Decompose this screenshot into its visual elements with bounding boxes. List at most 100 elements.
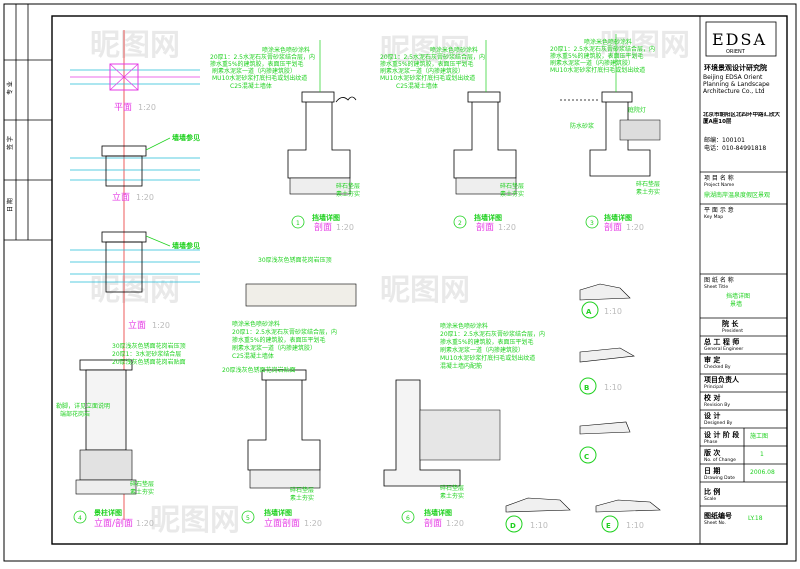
detail3-note-waterproof: 防水砂浆 <box>570 122 594 130</box>
phase-label: 设 计 阶 段 <box>704 430 739 439</box>
detail5-number: 5 <box>246 515 250 522</box>
review-en: Revision By <box>704 402 730 408</box>
checked-label: 审 定 <box>704 355 720 364</box>
detail5-note-soil: 素土夯实 <box>290 494 314 502</box>
detail4-note-stone2: 20厚1：3水泥砂浆结合层 <box>112 350 181 358</box>
detail4-number: 4 <box>78 515 82 522</box>
watermarks: 昵图网 昵图网 昵图网 昵图网 昵图网 昵图网 <box>90 28 690 538</box>
president-en: President <box>722 328 743 334</box>
detail2-scale: 1:20 <box>498 223 516 232</box>
detail4-scale: 1:20 <box>136 519 154 528</box>
plan-title: 平面 <box>114 102 132 113</box>
sheet-title-1: 挡墙详图 <box>726 292 750 300</box>
detail1-note-paint: 喷涂米色喷砂涂料 <box>262 46 310 54</box>
plan-scale: 1:20 <box>138 103 156 112</box>
scale-en: Scale <box>704 496 716 502</box>
sheet-no-value: LY.18 <box>748 515 763 522</box>
gm-label: 总 工 程 师 <box>704 337 739 346</box>
section-c: C <box>579 421 631 464</box>
detail3-note-paint: 喷涂米色喷砂涂料 <box>584 38 632 46</box>
detail2-note-cap2: 20厚1：2.5水泥石灰膏砂浆结合层，内 <box>380 53 485 61</box>
detail-2: 喷涂米色喷砂涂料 20厚1：2.5水泥石灰膏砂浆结合层，内 掺水重5%的建筑胶，… <box>380 40 524 233</box>
detail4-note-stone: 30厚浅灰色锈面花岗岩压顶 <box>112 342 186 350</box>
detail1-note-cap3: 掺水重5%的建筑胶，表面压平划毛 <box>210 60 304 68</box>
version-label: 版 次 <box>704 448 720 457</box>
detail3-sub: 剖面 <box>604 221 622 233</box>
scale-label: 比 例 <box>704 487 720 496</box>
elev2-note: 墙墙参见 <box>172 241 200 250</box>
detail4-sub: 立面/剖面 <box>94 517 133 529</box>
detail-1: 喷涂米色喷砂涂料 20厚1：2.5水泥石灰膏砂浆结合层，内 掺水重5%的建筑胶，… <box>210 40 360 233</box>
detail2-sub: 剖面 <box>476 221 494 233</box>
detail6-note-soil: 素土夯实 <box>440 492 464 500</box>
section-d-label: D <box>510 522 516 530</box>
detail2-note-soil: 素土夯实 <box>500 190 524 198</box>
sheet-no-en: Sheet No. <box>704 520 726 526</box>
detail6-scale: 1:20 <box>446 519 464 528</box>
strip-label-3: 日 期 <box>6 198 14 212</box>
president-label: 院 长 <box>722 319 739 328</box>
section-e-scale: 1:10 <box>626 521 644 530</box>
sheet-title-en: Sheet Title <box>704 284 728 290</box>
section-b-label: B <box>584 384 589 392</box>
detail1-note-gravel: 碎石垫层 <box>336 182 360 190</box>
detail6-note-brick2: MU10水泥砂浆打底扫毛或划出纹道 <box>440 354 535 362</box>
sheet-no-label: 图纸编号 <box>704 511 732 520</box>
sheet-title-2: 景墙 <box>730 300 742 308</box>
detail6-note-gravel: 碎石垫层 <box>440 484 464 492</box>
detail3-note-brick2: MU10水泥砂浆打底扫毛或划出纹道 <box>550 66 645 74</box>
key-plan-en: Key Map <box>704 214 723 220</box>
section-d-scale: 1:10 <box>530 521 548 530</box>
detail6-title: 挡墙详图 <box>424 508 452 517</box>
version-value: 1 <box>760 451 764 458</box>
firm-cn: 环境景观设计研究院 <box>704 63 767 72</box>
design-en: Designed By <box>704 420 733 426</box>
detail1-number: 1 <box>296 220 300 227</box>
detail4-note-gravel: 碎石垫层 <box>130 480 154 488</box>
detail3-note-soil: 素土夯实 <box>636 188 660 196</box>
detail5-note-stone: 30厚浅灰色锈面花岗岩压顶 <box>258 256 332 264</box>
detail4-pier-note: 勒脚，详见立面说明 <box>56 402 110 410</box>
detail2-title: 挡墙详图 <box>474 213 502 222</box>
left-strip: 专 业 签 字 日 期 <box>4 4 52 241</box>
detail3-number: 3 <box>590 220 594 227</box>
detail2-note-cap3: 掺水重5%的建筑胶，表面压平划毛 <box>380 60 474 68</box>
elev1-note: 墙墙参见 <box>172 133 200 142</box>
elev2-scale: 1:20 <box>152 321 170 330</box>
strip-label-2: 签 字 <box>6 136 14 150</box>
version-en: No. of Change <box>704 457 736 463</box>
address-wrap: 北京市朝阳区北四环中路汇欣大厦A座10层 <box>703 112 780 125</box>
detail2-note-gravel: 碎石垫层 <box>500 182 524 190</box>
firm-en: Beijing EDSA Orient Planning & Landscape… <box>703 74 770 95</box>
firm-phone: 电话：010-84991818 <box>704 144 766 152</box>
detail5-note-cap3: 掺水重5%的建筑胶，表面压平划毛 <box>232 336 326 344</box>
detail5-note-cap2: 20厚1：2.5水泥石灰膏砂浆结合层，内 <box>232 328 337 336</box>
detail1-note-soil: 素土夯实 <box>336 190 360 198</box>
phase-value: 施工图 <box>750 432 768 440</box>
project-name: 鼎湖南岸温泉度假区景观 <box>704 191 770 199</box>
detail3-note-cap2: 20厚1：2.5水泥石灰膏砂浆结合层，内 <box>550 45 655 53</box>
detail-6: 喷涂米色喷砂涂料 20厚1：2.5水泥石灰膏砂浆结合层，内 掺水重5%的建筑胶，… <box>383 322 545 529</box>
detail5-note-gravel: 碎石垫层 <box>290 486 314 494</box>
logo-text: EDSA <box>712 30 767 49</box>
detail3-note-brick: 刷素水泥浆一道（内掺建筑胶） <box>550 59 634 67</box>
detail2-note-brick2: MU10水泥砂浆打底扫毛或划出纹道 <box>380 74 475 82</box>
detail1-sub: 剖面 <box>314 221 332 233</box>
detail2-number: 2 <box>458 220 462 227</box>
detail-3: 喷涂米色喷砂涂料 20厚1：2.5水泥石灰膏砂浆结合层，内 掺水重5%的建筑胶，… <box>550 34 661 233</box>
title-block: EDSA ORIENT 环境景观设计研究院 Beijing EDSA Orien… <box>699 16 787 544</box>
detail6-note-cap3: 掺水重5%的建筑胶，表面压平划毛 <box>440 338 534 346</box>
date-value: 2006.08 <box>750 469 775 476</box>
review-label: 校 对 <box>704 393 720 402</box>
detail5-title: 挡墙详图 <box>264 508 292 517</box>
detail6-note-base: 混凝土墙内配筋 <box>440 362 482 370</box>
detail-4: 30厚浅灰色锈面花岗岩压顶 20厚1：3水泥砂浆结合层 20厚浅灰色锈面花岗岩贴… <box>56 342 186 529</box>
logo-box <box>705 21 777 57</box>
elev2-title: 立面 <box>128 319 146 331</box>
detail-5: 30厚浅灰色锈面花岗岩压顶 喷涂米色喷砂涂料 20厚1：2.5水泥石灰膏砂浆结合… <box>222 256 357 529</box>
drawing-border <box>51 15 788 545</box>
elevation-view-2: 墙墙参见 立面 1:20 <box>70 231 200 331</box>
watermark-text: 昵图网 <box>150 503 240 538</box>
sheet-title-label: 图 纸 名 称 <box>704 276 734 284</box>
